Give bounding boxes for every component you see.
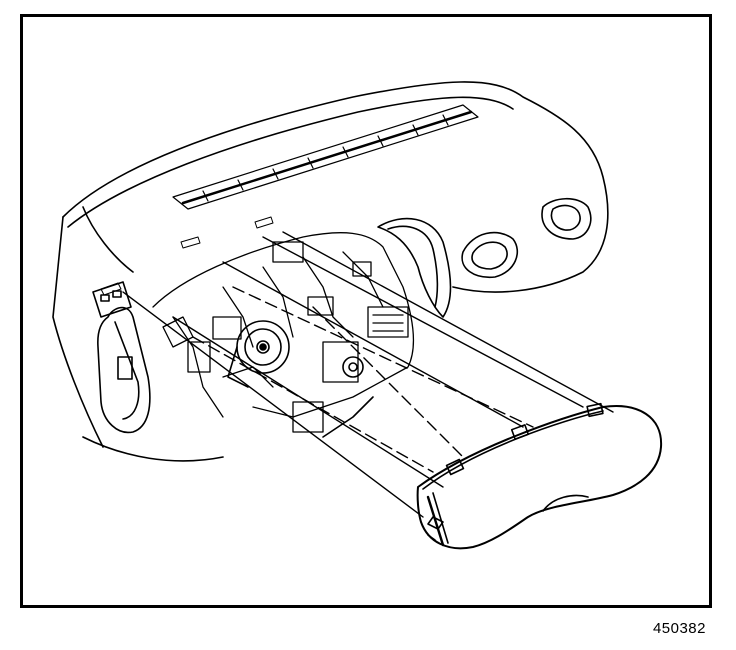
instrument-panel-cavity <box>152 232 415 433</box>
instrument-cluster <box>416 402 663 550</box>
right-air-vents <box>461 197 592 278</box>
dash-pad <box>52 81 609 448</box>
left-trim-bezel <box>97 306 151 434</box>
figure-number: 450382 <box>652 620 706 637</box>
illustration-frame <box>20 14 712 608</box>
alignment-guide-lines <box>122 231 614 518</box>
right-trim-bezel <box>377 217 452 318</box>
dashed-guide-lines <box>192 286 534 473</box>
ignition-switch <box>342 356 364 378</box>
defroster-grille <box>172 104 479 210</box>
lower-dash-edge <box>82 396 374 462</box>
instrument-panel-exploded-diagram <box>52 81 663 550</box>
callout-marks <box>100 216 274 296</box>
